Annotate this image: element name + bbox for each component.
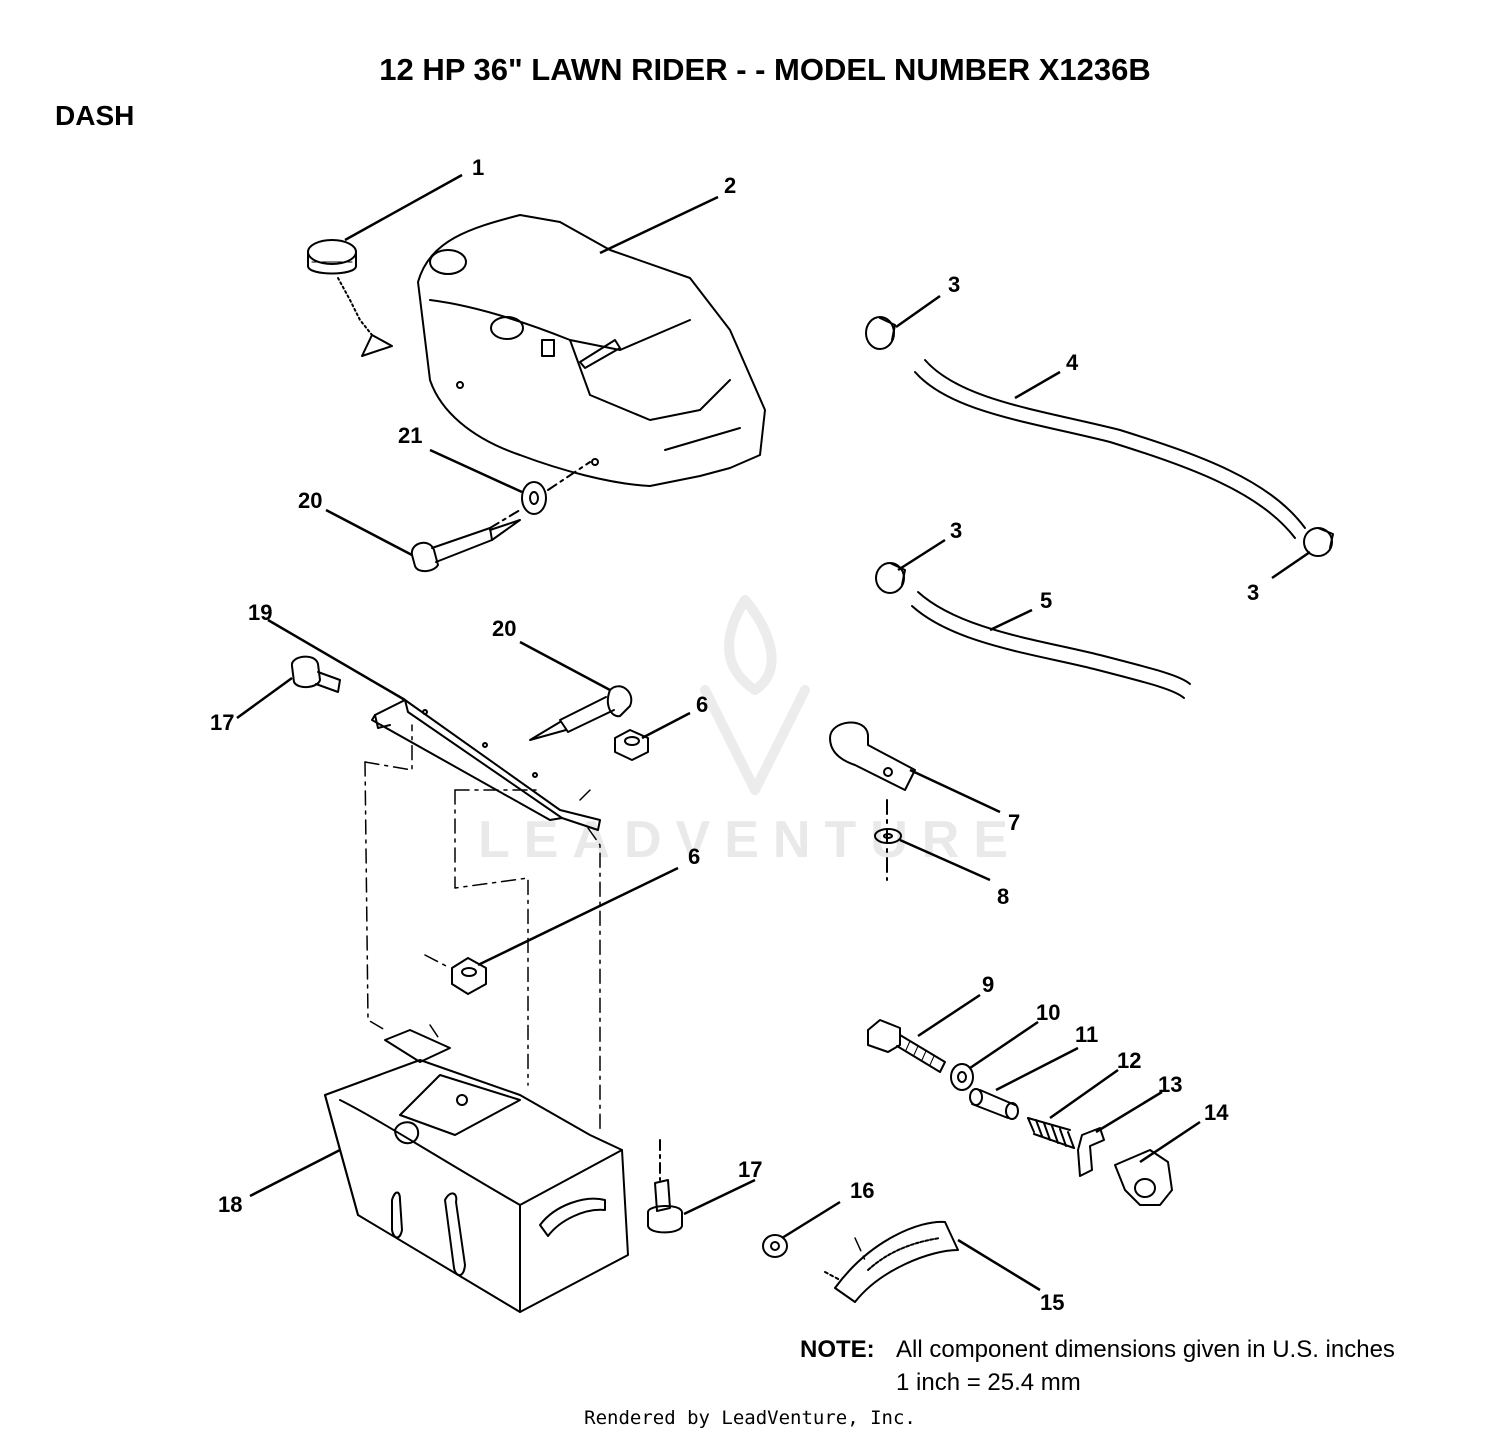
part-flange-nut-16 (762, 1234, 788, 1258)
callout-1: 1 (472, 155, 484, 180)
leader-3a (895, 294, 941, 329)
leader-11 (995, 1046, 1079, 1092)
callout-3: 3 (950, 518, 962, 543)
part-bracket-13 (1077, 1127, 1105, 1177)
callout-17: 17 (210, 710, 234, 735)
part-hose-clip (829, 721, 916, 881)
part-mounting-bracket-19 (371, 699, 601, 831)
assembly-lines (364, 724, 866, 1261)
part-fuel-line-upper (914, 359, 1306, 539)
watermark-text: LEADVENTURE (477, 811, 1023, 869)
part-hose-clamp-right (1303, 527, 1334, 557)
part-washer-8 (874, 828, 902, 844)
leader-17a (236, 676, 293, 720)
leader-10 (969, 1020, 1039, 1070)
callout-7: 7 (1008, 810, 1020, 835)
callout-15: 15 (1040, 1290, 1064, 1315)
part-washer-10 (950, 1063, 974, 1091)
leader-8 (899, 838, 991, 882)
leader-lines (236, 173, 1311, 1292)
callout-17: 17 (738, 1157, 762, 1182)
callout-16: 16 (850, 1178, 874, 1203)
callout-11: 11 (1075, 1022, 1098, 1047)
callout-12: 12 (1117, 1048, 1141, 1073)
callout-8: 8 (997, 884, 1009, 909)
note-line-2: 1 inch = 25.4 mm (896, 1369, 1081, 1396)
part-spring-12 (1027, 1117, 1075, 1149)
part-screw-20-lower (529, 685, 633, 741)
leader-15 (957, 1238, 1041, 1292)
part-spacer-11 (969, 1088, 1019, 1120)
part-hose-clamp-top (865, 316, 896, 350)
leader-20b (519, 640, 611, 692)
leader-17b (683, 1178, 756, 1216)
callout-13: 13 (1158, 1072, 1182, 1097)
leader-13 (1095, 1090, 1163, 1134)
leader-16 (781, 1200, 841, 1240)
leader-6b (477, 866, 679, 967)
leader-21 (429, 448, 523, 494)
section-label: DASH (55, 100, 135, 131)
part-fuel-cap (307, 239, 393, 357)
callout-2: 2 (724, 173, 736, 198)
part-hose-clamp-mid (875, 562, 906, 594)
callout-20: 20 (298, 488, 322, 513)
leader-18 (249, 1148, 341, 1198)
part-dash-housing (417, 214, 766, 487)
callout-3: 3 (1247, 580, 1259, 605)
part-lower-dash-panel-18 (324, 1029, 629, 1313)
callout-14: 14 (1204, 1100, 1229, 1125)
callout-6: 6 (696, 692, 708, 717)
callout-18: 18 (218, 1192, 242, 1217)
part-fuel-line-lower (911, 591, 1191, 699)
leader-12 (1049, 1068, 1119, 1120)
leader-3b (897, 538, 946, 572)
part-screw-20-upper (410, 519, 521, 573)
leader-3c (1271, 550, 1311, 580)
leader-7 (909, 768, 1001, 814)
leader-20a (325, 508, 413, 557)
part-bolt-9 (867, 1019, 946, 1073)
callout-4: 4 (1066, 350, 1079, 375)
footer-credit: Rendered by LeadVenture, Inc. (584, 1407, 916, 1429)
part-washer-21 (489, 461, 591, 529)
leader-14 (1139, 1120, 1201, 1164)
callout-19: 19 (248, 600, 272, 625)
part-bolt-17-lower (647, 1139, 683, 1234)
callout-9: 9 (982, 972, 994, 997)
callout-5: 5 (1040, 588, 1052, 613)
part-bolt-17-upper (291, 655, 341, 693)
part-gauge-plate-15 (824, 1220, 959, 1303)
note-line-1: All component dimensions given in U.S. i… (896, 1336, 1395, 1363)
leader-4 (1014, 370, 1061, 400)
callout-21: 21 (398, 423, 422, 448)
part-hex-nut-lower (451, 957, 487, 995)
leader-19 (267, 618, 406, 702)
leader-5 (989, 608, 1033, 632)
callout-20: 20 (492, 616, 516, 641)
leader-9 (917, 993, 981, 1038)
diagram-title: 12 HP 36" LAWN RIDER - - MODEL NUMBER X1… (379, 52, 1151, 87)
note-label: NOTE: (800, 1336, 875, 1363)
leader-6a (641, 711, 691, 740)
leader-2 (599, 195, 719, 255)
callout-6: 6 (688, 844, 700, 869)
callout-3: 3 (948, 272, 960, 297)
leader-1 (344, 173, 463, 242)
dimension-note: NOTE: All component dimensions given in … (800, 1336, 1395, 1396)
watermark-logo (700, 595, 810, 795)
part-hex-nut-upper (614, 729, 649, 761)
callout-10: 10 (1036, 1000, 1060, 1025)
